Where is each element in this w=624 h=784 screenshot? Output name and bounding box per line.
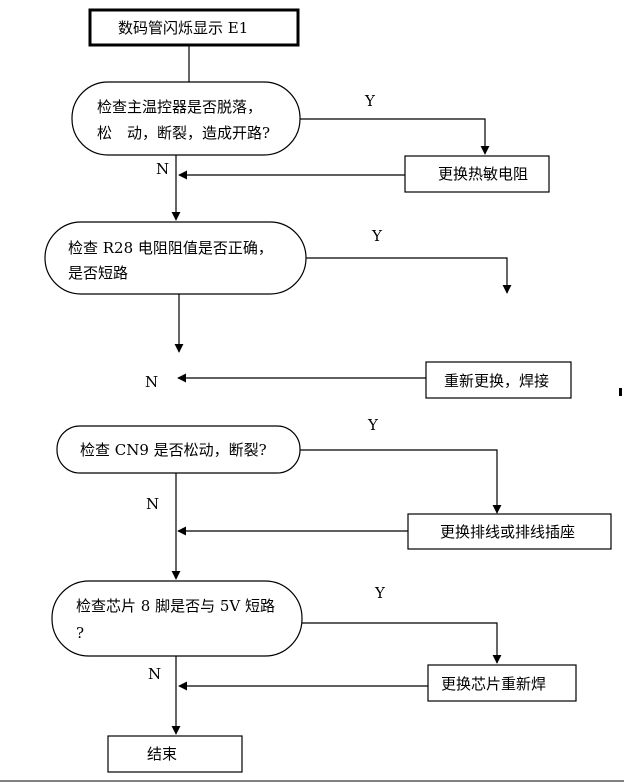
node-replace-solder-label: 重新更换，焊接 [444,372,549,390]
branch-labels: Y N Y N Y N Y N [145,92,386,683]
label-yes-check-chip: Y [374,584,386,602]
node-replace-thermistor: 更换热敏电阻 [404,155,550,193]
label-yes-check-r28: Y [371,227,383,245]
edge-check-chip-yes [302,622,502,664]
node-check-r28: 检查 R28 电阻阻值是否正确， 是否短路 [44,221,307,295]
node-check-chip: 检查芯片 8 脚是否与 5V 短路 ? [51,580,303,657]
node-check-chip-line1: 检查芯片 8 脚是否与 5V 短路 [76,597,275,615]
label-no-check-r28: N [145,373,158,391]
label-no-check-cn9: N [146,495,159,513]
node-replace-cable-label: 更换排线或排线插座 [440,523,575,541]
node-check-sensor: 检查主温控器是否脱落， 松 动，断裂，造成开路? [71,81,301,156]
node-end-label: 结束 [147,745,177,763]
edges [171,45,512,735]
node-check-r28-line1: 检查 R28 电阻阻值是否正确， [68,239,273,257]
node-start: 数码管闪烁显示 E1 [88,8,300,47]
node-replace-chip: 更换芯片重新焊 [427,664,577,702]
node-check-sensor-line1: 检查主温控器是否脱落， [97,98,262,116]
node-replace-cable: 更换排线或排线插座 [407,513,612,550]
node-start-label: 数码管闪烁显示 E1 [118,19,248,37]
node-replace-chip-label: 更换芯片重新焊 [441,675,546,693]
node-end: 结束 [107,735,243,773]
node-replace-thermistor-label: 更换热敏电阻 [438,165,528,183]
label-no-check-sensor: N [156,160,169,178]
edge-check-sensor-yes [300,118,490,155]
label-yes-check-cn9: Y [367,416,379,434]
node-check-r28-line2: 是否短路 [68,264,128,282]
edge-check-cn9-yes [300,449,502,514]
node-check-chip-line2: ? [76,624,84,642]
node-check-cn9-label: 检查 CN9 是否松动，断裂? [80,441,267,459]
label-yes-check-sensor: Y [364,92,376,110]
node-check-sensor-line2: 松 动，断裂，造成开路? [97,124,270,142]
label-no-check-chip: N [148,665,161,683]
node-check-cn9: 检查 CN9 是否松动，断裂? [56,425,301,474]
edge-check-r28-yes [306,257,512,294]
edge-artifact-mark [619,388,622,396]
node-replace-solder: 重新更换，焊接 [425,361,572,399]
